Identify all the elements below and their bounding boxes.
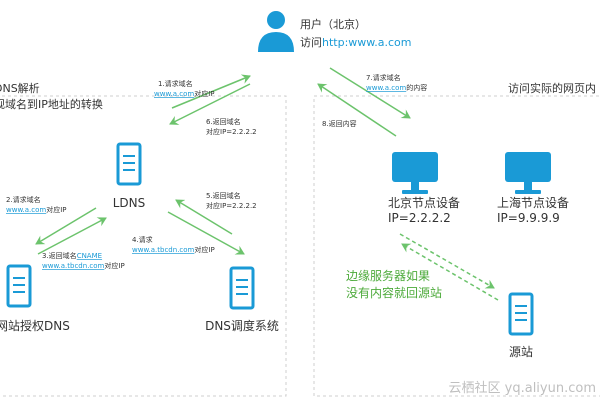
arrow-step7 bbox=[329, 67, 411, 119]
user-icon bbox=[258, 11, 294, 52]
fallback-note-line1: 边缘服务器如果 bbox=[346, 268, 430, 283]
content-access-panel bbox=[313, 95, 600, 397]
user-url: http:www.a.com bbox=[322, 36, 412, 49]
right-panel-title: 访问实际的网页内 bbox=[508, 81, 596, 95]
step2-line1: 2.请求域名 bbox=[6, 195, 41, 204]
shanghai-node-label: 上海节点设备 bbox=[497, 195, 569, 210]
beijing-node-monitor-icon bbox=[392, 152, 438, 194]
step5-label: 5.返回域名 对应IP=2.2.2.2 bbox=[206, 191, 257, 210]
user-visit-line: 访问http:www.a.com bbox=[300, 36, 412, 49]
step5-line2: 对应IP=2.2.2.2 bbox=[206, 201, 257, 210]
step3-line1: 3.返回域名CNAME bbox=[42, 251, 102, 260]
dns-resolution-panel bbox=[0, 95, 287, 397]
step8-line1: 8.返回内容 bbox=[322, 119, 357, 128]
dns-scheduler-server-icon bbox=[229, 266, 255, 310]
step4-line1: 4.请求 bbox=[132, 235, 153, 244]
origin-server-icon bbox=[508, 292, 534, 336]
step1-line2: www.a.com对应IP bbox=[154, 89, 215, 98]
beijing-node-ip: IP=2.2.2.2 bbox=[388, 211, 451, 225]
step1-link: www.a.com bbox=[154, 90, 194, 98]
step6-line1: 6.返回域名 bbox=[206, 117, 241, 126]
user-title: 用户（北京） bbox=[300, 17, 366, 31]
arrow-step5 bbox=[175, 199, 233, 235]
step6-line2: 对应IP=2.2.2.2 bbox=[206, 127, 257, 136]
origin-label: 源站 bbox=[509, 345, 533, 359]
step4-label: 4.请求 www.a.tbcdn.com对应IP bbox=[132, 235, 215, 254]
shanghai-node-ip: IP=9.9.9.9 bbox=[497, 211, 560, 225]
step4-suffix: 对应IP bbox=[194, 245, 214, 254]
step3-cname: CNAME bbox=[77, 252, 102, 260]
step1-label: 1.请求域名 www.a.com对应IP bbox=[154, 79, 215, 98]
step7-link: www.a.com bbox=[366, 84, 406, 92]
step3-suffix: 对应IP bbox=[104, 261, 124, 270]
step2-label: 2.请求域名 www.a.com对应IP bbox=[6, 195, 67, 214]
step3-prefix: 3.返回域名 bbox=[42, 251, 77, 260]
left-panel-title-line2: 规域名到IP地址的转换 bbox=[0, 97, 103, 111]
step3-label: 3.返回域名CNAME www.a.tbcdn.com对应IP bbox=[42, 251, 125, 270]
step7-label: 7.请求域名 www.a.com的内容 bbox=[366, 73, 427, 92]
step5-line1: 5.返回域名 bbox=[206, 191, 241, 200]
step2-line2: www.a.com对应IP bbox=[6, 205, 67, 214]
step7-line1: 7.请求域名 bbox=[366, 73, 401, 82]
fallback-note-line2: 没有内容就回源站 bbox=[346, 285, 442, 300]
step6-label: 6.返回域名 对应IP=2.2.2.2 bbox=[206, 117, 257, 136]
step1-line1: 1.请求域名 bbox=[158, 79, 193, 88]
authoritative-dns-label: 网站授权DNS bbox=[0, 318, 70, 333]
step1-suffix: 对应IP bbox=[194, 89, 214, 98]
step8-label: 8.返回内容 bbox=[322, 119, 357, 128]
beijing-node-label: 北京节点设备 bbox=[388, 196, 460, 210]
step4-link: www.a.tbcdn.com bbox=[132, 246, 195, 254]
step2-suffix: 对应IP bbox=[46, 205, 66, 214]
arrow-step8 bbox=[317, 83, 397, 137]
step3-line2: www.a.tbcdn.com对应IP bbox=[42, 261, 125, 270]
watermark: 云栖社区 yq.aliyun.com bbox=[449, 380, 596, 396]
step7-line2: www.a.com的内容 bbox=[366, 83, 427, 92]
arrow-step3 bbox=[37, 217, 107, 255]
left-panel-title-line1: DNS解析 bbox=[0, 81, 40, 95]
arrow-step4 bbox=[167, 211, 245, 255]
step3-link: www.a.tbcdn.com bbox=[42, 262, 105, 270]
authoritative-dns-server-icon bbox=[6, 264, 32, 308]
ldns-label: LDNS bbox=[113, 196, 146, 210]
dns-scheduler-label: DNS调度系统 bbox=[205, 318, 279, 333]
arrow-step6 bbox=[169, 83, 251, 125]
arrow-step1 bbox=[171, 74, 251, 109]
ldns-server-icon bbox=[116, 142, 142, 186]
shanghai-node-monitor-icon bbox=[505, 152, 551, 194]
arrow-step2 bbox=[35, 207, 97, 245]
step7-suffix: 的内容 bbox=[406, 83, 427, 92]
step2-link: www.a.com bbox=[6, 206, 46, 214]
step4-line2: www.a.tbcdn.com对应IP bbox=[132, 245, 215, 254]
arrow-origin-return bbox=[401, 243, 499, 301]
user-visit-prefix: 访问 bbox=[300, 36, 322, 49]
